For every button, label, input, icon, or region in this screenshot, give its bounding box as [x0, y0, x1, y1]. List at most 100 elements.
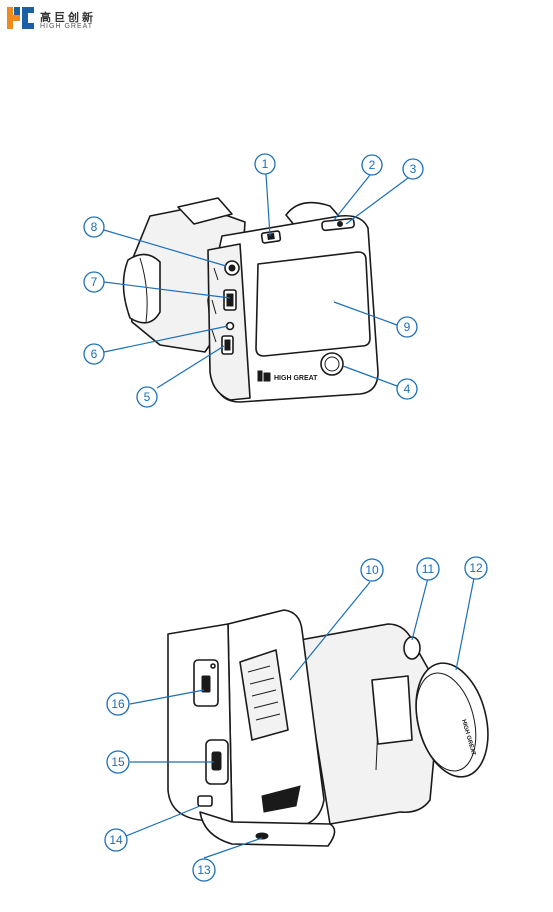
callout-3: 3 [402, 158, 424, 180]
logo-chinese-text: 高巨创新 [40, 12, 96, 24]
callout-9-label: 9 [404, 320, 411, 334]
logo-mark-icon [7, 7, 34, 29]
body-brand-text: HIGH GREAT [274, 375, 318, 382]
callout-6-label: 6 [91, 347, 98, 361]
callout-10: 10 [360, 558, 384, 582]
logo-bar-mid [7, 15, 20, 21]
callout-13-circle [192, 858, 216, 882]
callout-15-label: 15 [111, 755, 125, 769]
leader-14 [125, 805, 201, 837]
leader-16 [129, 689, 205, 705]
callout-4: 4 [396, 378, 418, 400]
camera-rear-view: HIGH GREAT [167, 609, 489, 847]
callout-8: 8 [83, 216, 105, 238]
callout-15-circle [106, 750, 130, 774]
callout-16-circle [106, 692, 130, 716]
lens-top-mount [177, 197, 233, 225]
callout-2-circle [361, 154, 383, 176]
callout-5: 5 [136, 386, 158, 408]
callout-2: 2 [361, 154, 383, 176]
callout-3-label: 3 [410, 162, 417, 176]
logo-g-shape [22, 7, 34, 29]
callout-1-circle [254, 153, 276, 175]
callout-12-circle [464, 556, 488, 580]
leader-2 [333, 174, 371, 221]
callout-10-circle [360, 558, 384, 582]
side-vents [211, 267, 219, 343]
leader-1 [265, 173, 271, 237]
callouts-bottom: 10 11 12 13 14 15 16 [104, 556, 488, 882]
callout-10-label: 10 [365, 563, 379, 577]
callout-2-label: 2 [369, 158, 376, 172]
usb-port-inner [224, 339, 231, 351]
leader-6 [103, 325, 229, 353]
leader-13 [203, 837, 263, 859]
rear-lens-clip [371, 675, 413, 745]
leader-12 [455, 577, 475, 671]
callouts-top: 1 2 3 4 5 6 7 8 9 [83, 153, 424, 408]
callout-8-circle [83, 216, 105, 238]
leader-9 [333, 301, 398, 326]
sd-panel-screw [210, 663, 216, 669]
camera-front-view: HIGH GREAT [122, 197, 379, 403]
callout-9: 9 [396, 316, 418, 338]
callout-11: 11 [416, 557, 440, 581]
callout-16: 16 [106, 692, 130, 716]
callout-7-circle [83, 271, 105, 293]
callout-13: 13 [192, 858, 216, 882]
top-sensor [403, 636, 421, 660]
leader-3 [345, 177, 409, 225]
leader-5 [156, 345, 225, 389]
logo-bar-right [14, 7, 20, 15]
callout-7: 7 [83, 271, 105, 293]
callout-9-circle [396, 316, 418, 338]
side-button [197, 795, 213, 807]
callout-8-label: 8 [91, 220, 98, 234]
tripod-mount [255, 832, 269, 840]
body-logo-icon [257, 370, 271, 382]
callout-11-circle [416, 557, 440, 581]
leader-11 [411, 577, 429, 641]
callout-5-circle [136, 386, 158, 408]
audio-jack-hole [228, 264, 236, 272]
callout-14: 14 [104, 828, 128, 852]
lens-cap-ring [415, 672, 477, 772]
callout-13-label: 13 [197, 863, 211, 877]
callout-1: 1 [254, 153, 276, 175]
lcd-screen [255, 251, 371, 357]
callout-1-label: 1 [262, 157, 269, 171]
leader-10 [289, 581, 371, 681]
callout-4-circle [396, 378, 418, 400]
leader-lines-bottom [125, 577, 475, 859]
callout-5-label: 5 [144, 390, 151, 404]
callout-6-circle [83, 343, 105, 365]
usb-c-port [211, 751, 222, 771]
grip-vent-lines [247, 665, 281, 721]
leader-lines-top [103, 173, 409, 389]
lens-front [122, 253, 161, 324]
leader-4 [342, 365, 398, 387]
leader-7 [103, 281, 231, 299]
grip-panel [239, 649, 289, 741]
callout-15: 15 [106, 750, 130, 774]
callout-16-label: 16 [111, 697, 125, 711]
record-button [320, 352, 344, 376]
bottom-base [199, 811, 336, 847]
record-button-ring [324, 356, 340, 372]
callout-3-circle [402, 158, 424, 180]
hdmi-port-inner [226, 293, 234, 307]
power-button-glyph [267, 233, 275, 240]
lens-ring-line [139, 257, 148, 323]
callout-4-label: 4 [404, 382, 411, 396]
rear-side-panel [167, 623, 233, 823]
logo-english-text: HIGH GREAT [40, 23, 94, 30]
callout-14-label: 14 [109, 833, 123, 847]
leader-8 [103, 229, 227, 267]
record-dot [337, 221, 343, 227]
sd-card-slot [201, 675, 211, 693]
callout-12-label: 12 [469, 561, 483, 575]
callout-7-label: 7 [91, 275, 98, 289]
callout-6: 6 [83, 343, 105, 365]
bottom-vent-dark [261, 785, 301, 813]
